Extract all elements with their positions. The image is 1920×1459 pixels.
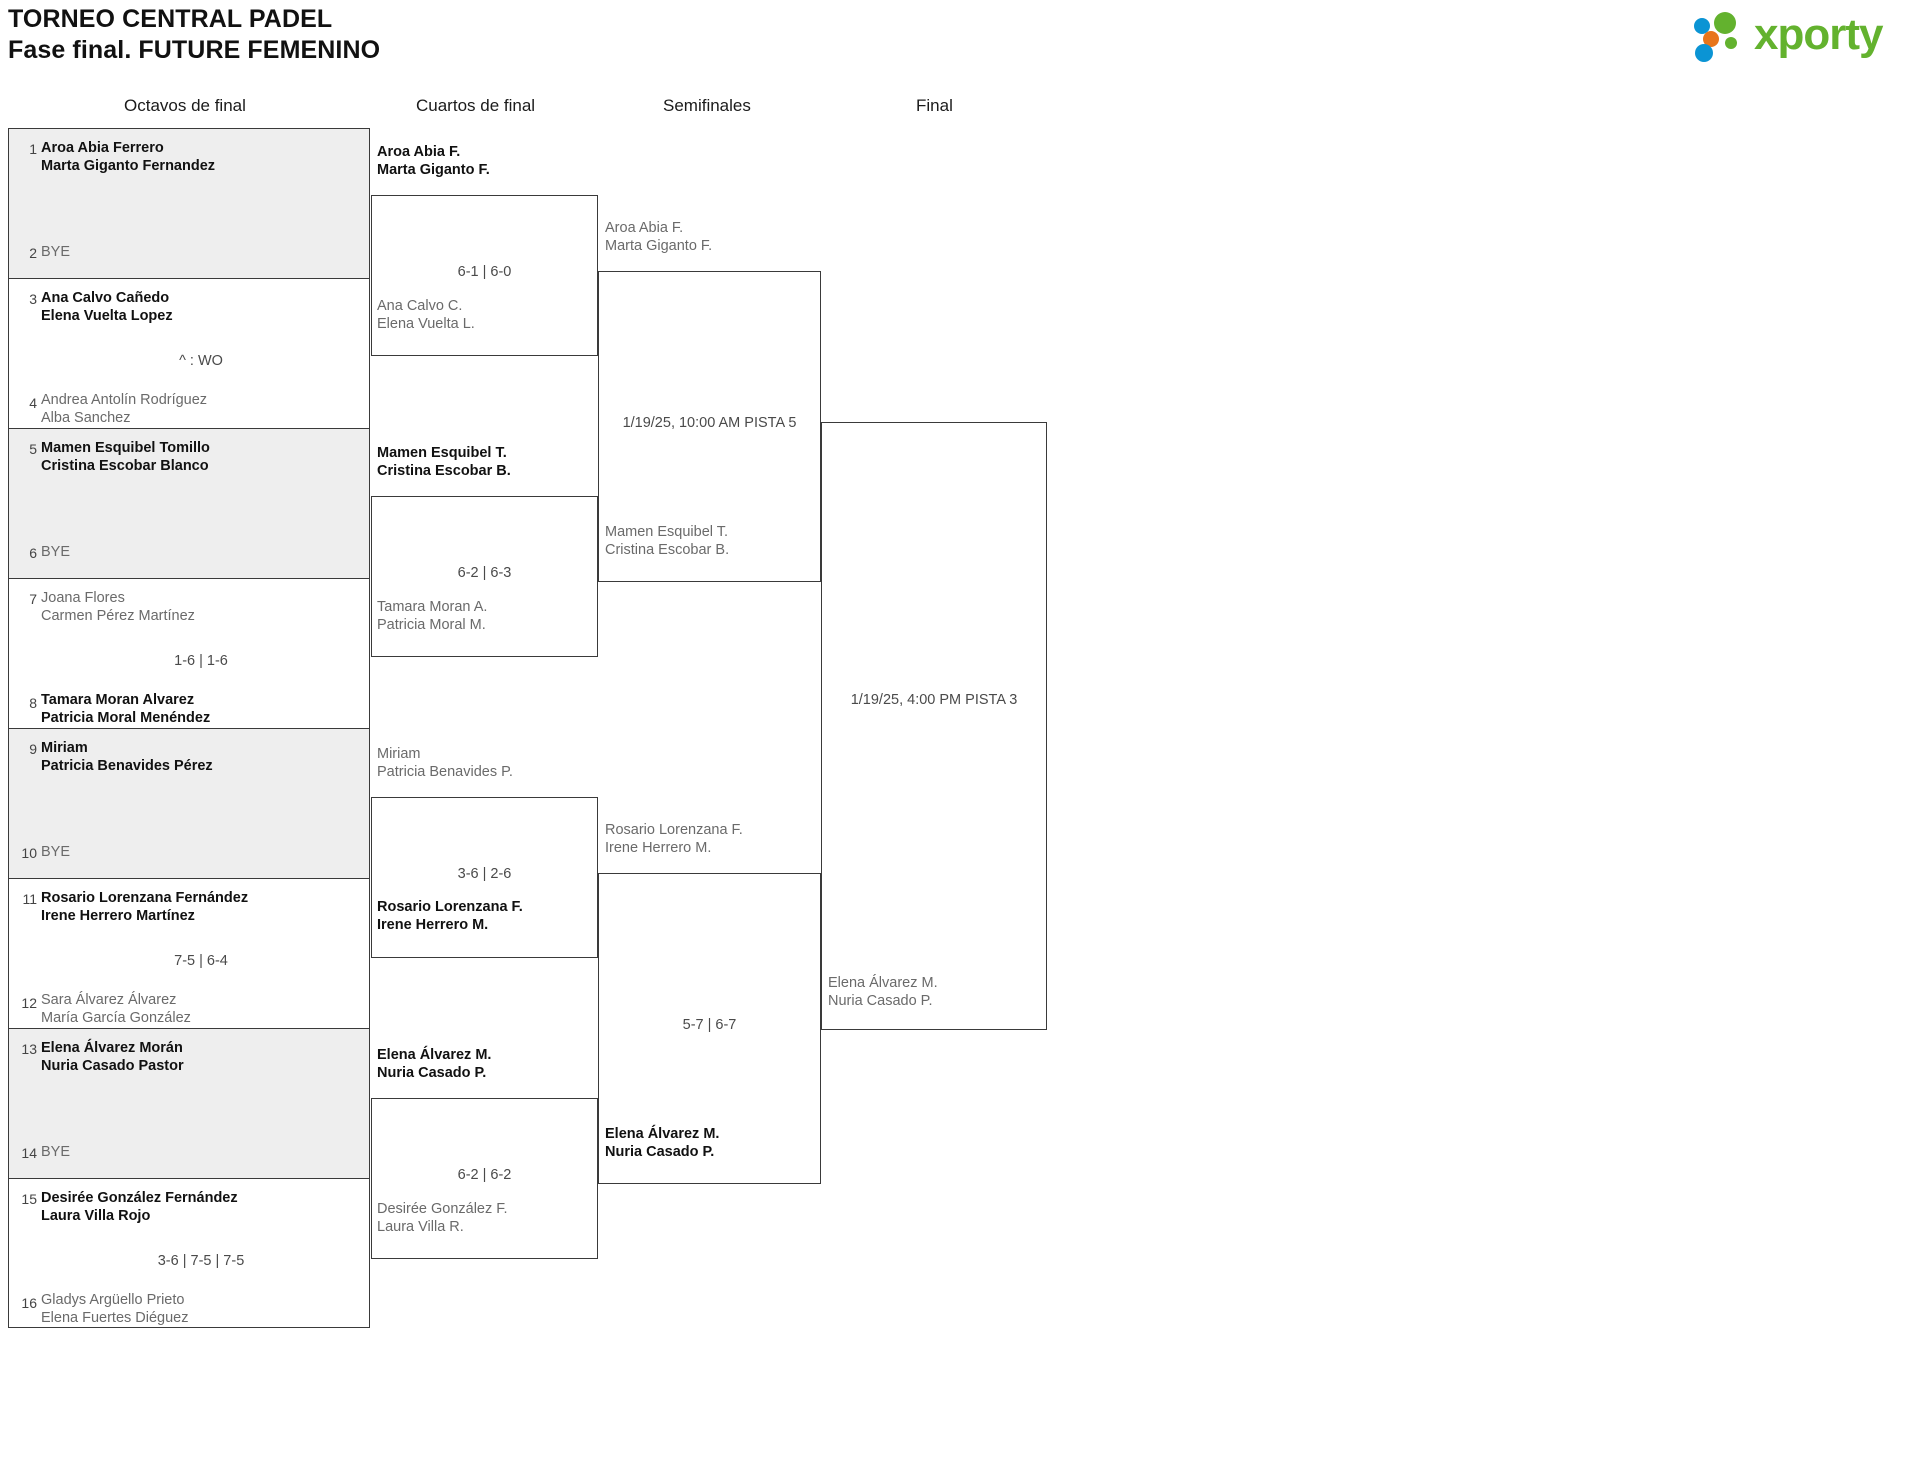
match-octavos-5[interactable]: 9 Miriam Patricia Benavides Pérez 10 BYE xyxy=(9,729,369,879)
seed-number: 14 xyxy=(21,1145,37,1161)
final-team-bottom: Elena Álvarez M. Nuria Casado P. xyxy=(828,975,938,1009)
match-octavos-2[interactable]: 3 Ana Calvo Cañedo Elena Vuelta Lopez 4 … xyxy=(9,279,369,429)
round-octavos-column: 1 Aroa Abia Ferrero Marta Giganto Fernan… xyxy=(8,128,370,1328)
round-header-semifinales: Semifinales xyxy=(663,96,751,115)
match-octavos-3[interactable]: 5 Mamen Esquibel Tomillo Cristina Escoba… xyxy=(9,429,369,579)
team-top: Rosario Lorenzana Fernández Irene Herrer… xyxy=(41,890,249,924)
match-final[interactable]: 1/19/25, 4:00 PM PISTA 3 xyxy=(821,422,1047,1030)
seed-number: 10 xyxy=(21,845,37,861)
seed-number: 9 xyxy=(29,741,37,757)
cuartos-4-team-bottom: Desirée González F. Laura Villa R. xyxy=(377,1201,508,1235)
team-bottom: Sara Álvarez Álvarez María García Gonzál… xyxy=(41,992,191,1026)
seed-number: 6 xyxy=(29,545,37,561)
seed-number: 7 xyxy=(29,591,37,607)
match-cuartos-4[interactable]: 6-2 | 6-2 xyxy=(371,1098,598,1259)
seed-number: 16 xyxy=(21,1295,37,1311)
match-octavos-8[interactable]: 15 Desirée González Fernández Laura Vill… xyxy=(9,1179,369,1329)
semifinal-2-team-bottom: Elena Álvarez M. Nuria Casado P. xyxy=(605,1126,720,1160)
match-cuartos-3[interactable]: 3-6 | 2-6 xyxy=(371,797,598,958)
team-top: Desirée González Fernández Laura Villa R… xyxy=(41,1190,238,1224)
cuartos-2-team-top: Mamen Esquibel T. Cristina Escobar B. xyxy=(377,445,511,479)
match-score: ^ : WO xyxy=(179,353,223,369)
seed-number: 5 xyxy=(29,441,37,457)
xporty-logo[interactable]: xporty xyxy=(1692,8,1920,66)
seed-number: 4 xyxy=(29,395,37,411)
match-semifinal-1[interactable]: 1/19/25, 10:00 AM PISTA 5 xyxy=(598,271,821,582)
cuartos-1-team-top: Aroa Abia F. Marta Giganto F. xyxy=(377,144,490,178)
xporty-dots-icon xyxy=(1694,12,1737,62)
seed-number: 2 xyxy=(29,245,37,261)
match-octavos-7[interactable]: 13 Elena Álvarez Morán Nuria Casado Past… xyxy=(9,1029,369,1179)
team-bottom: BYE xyxy=(41,544,71,560)
match-score: 1/19/25, 4:00 PM PISTA 3 xyxy=(850,692,1018,708)
team-top: Aroa Abia Ferrero Marta Giganto Fernande… xyxy=(41,140,216,174)
cuartos-1-team-bottom: Ana Calvo C. Elena Vuelta L. xyxy=(377,298,475,332)
match-score: 3-6 | 2-6 xyxy=(457,866,512,882)
team-top: Joana Flores Carmen Pérez Martínez xyxy=(41,590,195,624)
semifinal-1-team-bottom: Mamen Esquibel T. Cristina Escobar B. xyxy=(605,524,730,558)
match-score: 1/19/25, 10:00 AM PISTA 5 xyxy=(622,415,797,431)
seed-number: 13 xyxy=(21,1041,37,1057)
match-score: 6-1 | 6-0 xyxy=(457,264,512,280)
team-bottom: Tamara Moran Alvarez Patricia Moral Mené… xyxy=(41,692,211,726)
match-score: 6-2 | 6-3 xyxy=(457,565,512,581)
match-octavos-4[interactable]: 7 Joana Flores Carmen Pérez Martínez 8 T… xyxy=(9,579,369,729)
team-bottom: BYE xyxy=(41,244,71,260)
tournament-name: TORNEO CENTRAL PADEL xyxy=(8,5,333,33)
team-bottom: Andrea Antolín Rodríguez Alba Sanchez xyxy=(41,392,208,426)
match-octavos-1[interactable]: 1 Aroa Abia Ferrero Marta Giganto Fernan… xyxy=(9,129,369,279)
round-header-octavos: Octavos de final xyxy=(124,96,246,115)
team-bottom: Gladys Argüello Prieto Elena Fuertes Dié… xyxy=(41,1292,189,1326)
match-score: 1-6 | 1-6 xyxy=(174,653,228,669)
seed-number: 8 xyxy=(29,695,37,711)
team-bottom: BYE xyxy=(41,1144,71,1160)
match-score: 3-6 | 7-5 | 7-5 xyxy=(157,1253,245,1269)
cuartos-4-team-top: Elena Álvarez M. Nuria Casado P. xyxy=(377,1047,492,1081)
xporty-wordmark: xporty xyxy=(1754,10,1883,59)
match-score: 6-2 | 6-2 xyxy=(457,1167,512,1183)
seed-number: 11 xyxy=(22,891,37,907)
round-header-cuartos: Cuartos de final xyxy=(416,96,536,115)
team-bottom: BYE xyxy=(41,844,71,860)
cuartos-2-team-bottom: Tamara Moran A. Patricia Moral M. xyxy=(377,599,488,633)
cuartos-3-team-top: Miriam Patricia Benavides P. xyxy=(377,746,513,780)
match-octavos-6[interactable]: 11 Rosario Lorenzana Fernández Irene Her… xyxy=(9,879,369,1029)
match-cuartos-2[interactable]: 6-2 | 6-3 xyxy=(371,496,598,657)
match-score: 7-5 | 6-4 xyxy=(174,953,228,969)
semifinal-1-team-top: Aroa Abia F. Marta Giganto F. xyxy=(605,220,713,254)
semifinal-2-team-top: Rosario Lorenzana F. Irene Herrero M. xyxy=(605,822,743,856)
team-top: Mamen Esquibel Tomillo Cristina Escobar … xyxy=(41,440,210,474)
page-title: TORNEO CENTRAL PADEL Fase final. FUTURE … xyxy=(8,4,380,66)
team-top: Miriam Patricia Benavides Pérez xyxy=(41,740,213,774)
team-top: Ana Calvo Cañedo Elena Vuelta Lopez xyxy=(41,290,173,324)
match-score: 5-7 | 6-7 xyxy=(682,1017,737,1033)
seed-number: 12 xyxy=(21,995,37,1011)
round-header-final: Final xyxy=(916,96,953,115)
phase-name: Fase final. FUTURE FEMENINO xyxy=(8,36,381,64)
seed-number: 1 xyxy=(29,141,37,157)
seed-number: 15 xyxy=(21,1191,37,1207)
match-semifinal-2[interactable]: 5-7 | 6-7 xyxy=(598,873,821,1184)
match-cuartos-1[interactable]: 6-1 | 6-0 xyxy=(371,195,598,356)
cuartos-3-team-bottom: Rosario Lorenzana F. Irene Herrero M. xyxy=(377,899,523,933)
team-top: Elena Álvarez Morán Nuria Casado Pastor xyxy=(41,1040,184,1074)
seed-number: 3 xyxy=(29,291,37,307)
